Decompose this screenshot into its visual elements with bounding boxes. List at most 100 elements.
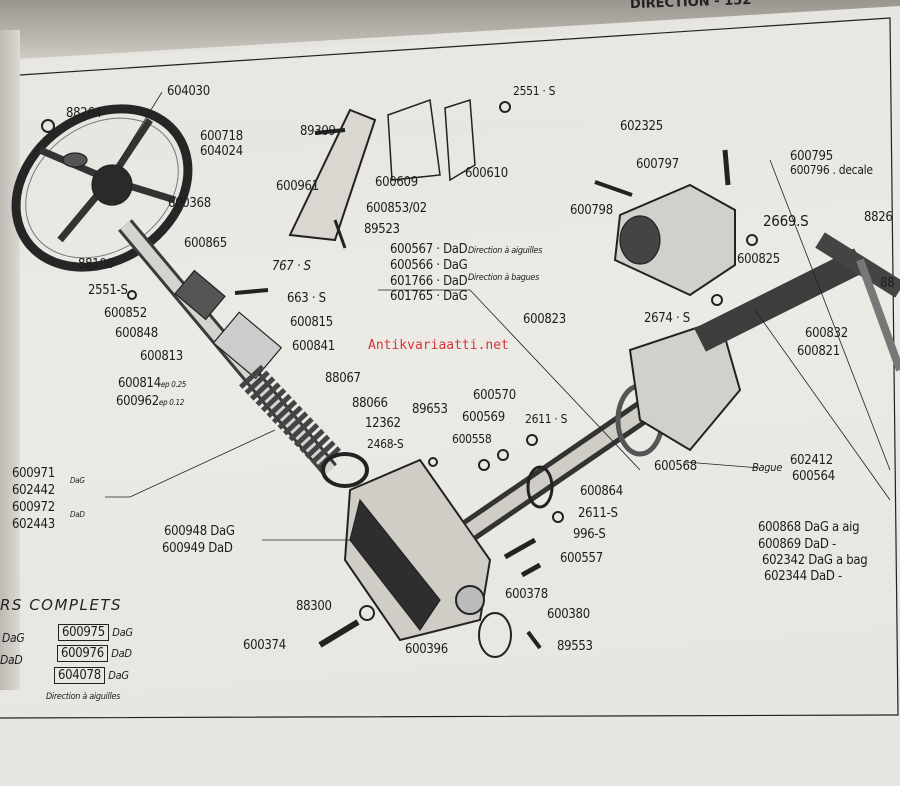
steering-column (118, 219, 369, 488)
part-label: 600557 (560, 551, 603, 566)
complets-title: RS COMPLETS (0, 596, 122, 614)
part-label: 600865 (184, 236, 227, 251)
part-label: 600797 (636, 157, 679, 172)
page-frame (0, 17, 899, 719)
watermark: Antikvariaatti.net (368, 338, 509, 353)
complete-unit-row: 600976 DaD (57, 645, 132, 662)
part-label: 88067 (325, 371, 361, 386)
variant-note: Direction à aiguilles (468, 246, 542, 256)
part-label: 601765 · DaG (390, 289, 468, 304)
part-label: 89309 (300, 124, 336, 139)
part-label: 2674 · S (644, 311, 690, 326)
part-label: 600868 DaG a aig (758, 520, 860, 535)
part-label: 600823 (523, 312, 566, 327)
part-label: 600380 (547, 607, 590, 622)
side-tag: DaG (108, 669, 129, 682)
part-label: 8826 (864, 210, 893, 225)
part-label: 600374 (243, 638, 286, 653)
part-label: 996-S (573, 527, 606, 542)
part-number: 600976 (57, 645, 108, 662)
complete-unit-row: 600975 DaG (58, 624, 133, 641)
side-tag: DaD (111, 647, 132, 660)
part-label: 600972 (12, 500, 55, 515)
part-label: 602412 (790, 453, 833, 468)
side-tag: DaD (70, 510, 85, 519)
part-number: 600814 (118, 376, 161, 391)
part-label: 602325 (620, 119, 663, 134)
fasteners (41, 119, 564, 658)
part-label: 600961 (276, 179, 319, 194)
part-label: 89653 (412, 402, 448, 417)
part-label: 2468-S (367, 437, 404, 451)
thickness: ep 0.12 (158, 398, 185, 407)
part-label: 600864 (580, 484, 623, 499)
part-number: 600975 (58, 624, 109, 641)
part-number: 600962 (116, 394, 159, 409)
part-number: 604078 (54, 667, 105, 684)
part-label: 89523 (364, 222, 400, 237)
part-label: 88106 (78, 257, 114, 272)
part-label: 600813 (140, 349, 183, 364)
part-label: 600795 (790, 149, 833, 164)
part-label: 600570 (473, 388, 516, 403)
part-label: 600869 DaD - (758, 537, 836, 552)
clamp-housing (594, 149, 758, 306)
part-label: 600567 · DaD (390, 242, 468, 257)
part-label: 600569 (462, 410, 505, 425)
part-label: 600718 (200, 129, 243, 144)
part-label: 12362 (365, 416, 401, 431)
part-label: 600949 DaD (162, 541, 233, 556)
part-label: 604024 (200, 144, 243, 159)
part-label: 600568 (654, 459, 697, 474)
part-label: 600815 (290, 315, 333, 330)
part-label: 600948 DaG (164, 524, 235, 539)
part-label: 600832 (805, 326, 848, 341)
part-label: 600971 (12, 466, 55, 481)
part-label: 602442 (12, 483, 55, 498)
part-label: 600814ep 0.25 (118, 376, 186, 391)
variant-note: Direction à bagues (468, 273, 540, 283)
part-label: 600852 (104, 306, 147, 321)
part-label: 602342 DaG a bag (762, 553, 868, 568)
leader-lines (105, 91, 891, 541)
thickness: ep 0.25 (160, 380, 187, 389)
part-label: 600378 (505, 587, 548, 602)
side-tag: DaG (2, 631, 25, 645)
part-label: 600610 (465, 166, 508, 181)
steering-box (343, 458, 492, 642)
complets-caption: Direction à aiguilles (46, 692, 120, 702)
part-label: Bague (752, 461, 783, 474)
output-shaft (463, 232, 900, 540)
part-label: 600962ep 0.12 (116, 394, 184, 409)
part-label: 600825 (737, 252, 780, 267)
part-label: 604030 (167, 84, 210, 99)
part-label: 88 (880, 276, 895, 291)
part-label: 600821 (797, 344, 840, 359)
part-label: 88300 (296, 599, 332, 614)
part-label: 600853/02 (366, 201, 427, 216)
part-label: 600558 (452, 432, 492, 446)
part-label: 88264 (66, 106, 102, 121)
part-label: 602344 DaD - (764, 569, 842, 584)
part-label: 2551 · S (513, 84, 556, 98)
complete-unit-row: 604078 DaG (54, 667, 129, 684)
part-label: 2669.S (763, 212, 809, 230)
part-label: 600841 (292, 339, 335, 354)
part-label: 600566 · DaG (390, 258, 468, 273)
part-label: 2611-S (578, 506, 618, 521)
part-label: 89553 (557, 639, 593, 654)
part-label: 601766 · DaD (390, 274, 468, 289)
part-label: 2551-S (88, 283, 128, 298)
part-label: 2611 · S (525, 412, 568, 426)
column-bracket (288, 98, 511, 249)
part-label: 88066 (352, 396, 388, 411)
part-label: 663 · S (287, 291, 326, 306)
part-label: 600396 (405, 642, 448, 657)
part-label: 600848 (115, 326, 158, 341)
side-tag: DaD (0, 653, 23, 667)
part-label: 600798 (570, 203, 613, 218)
part-label: 600368 (168, 196, 211, 211)
side-tag: DaG (70, 476, 85, 485)
